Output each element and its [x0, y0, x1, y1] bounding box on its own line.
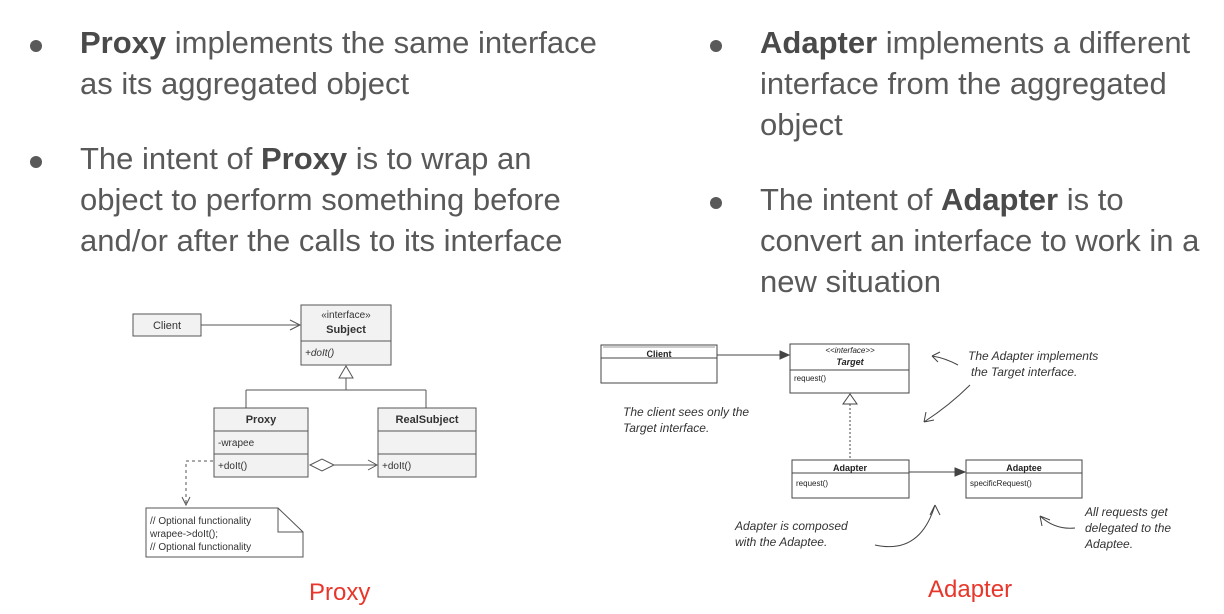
realsubject-method: +doIt(): [382, 461, 411, 472]
note-line-3: // Optional functionality: [150, 542, 251, 553]
bullet-bold: Adapter: [760, 25, 878, 60]
adapter-caption: Adapter: [928, 576, 1013, 603]
subject-box: [300, 304, 392, 366]
bullet-bold: Proxy: [80, 25, 167, 60]
bullet-post: implements the same interface as its agg…: [80, 25, 597, 101]
note-implements-1: The Adapter implements: [968, 349, 1098, 363]
subject-stereotype: «interface»: [321, 310, 371, 321]
note-line-2: wrapee->doIt();: [149, 529, 218, 540]
proxy-bullet-1: Proxy implements the same interface as i…: [28, 22, 618, 104]
adaptee-class-name: Adaptee: [1006, 463, 1042, 473]
proxy-class-box: [213, 407, 309, 478]
note-client-1: The client sees only the: [623, 405, 749, 419]
bullet-post: is to wrap an object to perform somethin…: [80, 141, 563, 258]
note-client-2: Target interface.: [623, 421, 709, 435]
target-name: Target: [836, 357, 864, 367]
proxy-bullet-list: Proxy implements the same interface as i…: [28, 22, 618, 261]
note-link: [185, 460, 213, 504]
proxy-caption: Proxy: [309, 579, 371, 606]
adapter-bullet-2: The intent of Adapter is to convert an i…: [708, 179, 1208, 302]
proxy-uml-diagram: Client «interface» Subject +doIt() Proxy…: [132, 304, 477, 558]
note-delegated-1: All requests get: [1084, 505, 1168, 519]
note-implements-2: the Target interface.: [971, 365, 1077, 379]
target-stereotype: <<interface>>: [825, 346, 875, 355]
bullet-post: implements a different interface from th…: [760, 25, 1191, 142]
target-method: request(): [794, 374, 826, 383]
proxy-bullet-2: The intent of Proxy is to wrap an object…: [28, 138, 618, 261]
adapter-client-box: [600, 344, 718, 384]
realization-triangle-icon: [842, 393, 858, 405]
adapter-class-name: Adapter: [833, 463, 868, 473]
target-pointer-arrow-icon: [923, 384, 971, 423]
note-composed-1: Adapter is composed: [734, 519, 848, 533]
inheritance-triangle-icon: [338, 365, 354, 379]
adapter-class-box: [791, 459, 910, 499]
proxy-method: +doIt(): [218, 461, 247, 472]
proxy-column: Proxy implements the same interface as i…: [28, 22, 618, 295]
bullet-dot-icon: [30, 40, 42, 52]
adapter-bullet-list: Adapter implements a different interface…: [708, 22, 1208, 302]
adaptee-method: specificRequest(): [970, 479, 1032, 488]
note-line-1: // Optional functionality: [150, 516, 251, 527]
subject-method: +doIt(): [305, 348, 334, 359]
note-delegated-3: Adaptee.: [1084, 537, 1133, 551]
proxy-client-label: Client: [153, 320, 181, 332]
note-composed-2: with the Adaptee.: [735, 535, 827, 549]
adaptee-class-box: [965, 459, 1083, 499]
adapter-client-label: Client: [646, 349, 671, 359]
delegated-arrow-icon: [1039, 515, 1076, 529]
aggregation-diamond-icon: [308, 458, 336, 472]
bullet-dot-icon: [710, 197, 722, 209]
adapter-method: request(): [796, 479, 828, 488]
proxy-note-box: [145, 507, 304, 558]
composed-arrow-icon: [874, 504, 941, 548]
subject-name: Subject: [326, 324, 366, 336]
adapter-uml-diagram: Client <<interface>> Target request() Ad…: [600, 343, 1171, 551]
bullet-pre: The intent of: [760, 182, 941, 217]
bullet-bold: Proxy: [260, 141, 348, 176]
target-interface-box: [789, 343, 910, 394]
adapter-column: Adapter implements a different interface…: [708, 22, 1208, 336]
proxy-field: -wrapee: [218, 438, 255, 449]
adapter-bullet-1: Adapter implements a different interface…: [708, 22, 1208, 145]
bullet-pre: The intent of: [80, 141, 261, 176]
bullet-bold: Adapter: [940, 182, 1059, 217]
bullet-dot-icon: [30, 156, 42, 168]
realsubject-class-box: [377, 407, 477, 478]
implements-arrow-icon: [931, 351, 959, 366]
note-delegated-2: delegated to the: [1085, 521, 1171, 535]
bullet-dot-icon: [710, 40, 722, 52]
bullet-post: is to convert an interface to work in a …: [760, 182, 1200, 299]
realsubject-name: RealSubject: [396, 414, 459, 426]
proxy-class-name: Proxy: [246, 414, 277, 426]
